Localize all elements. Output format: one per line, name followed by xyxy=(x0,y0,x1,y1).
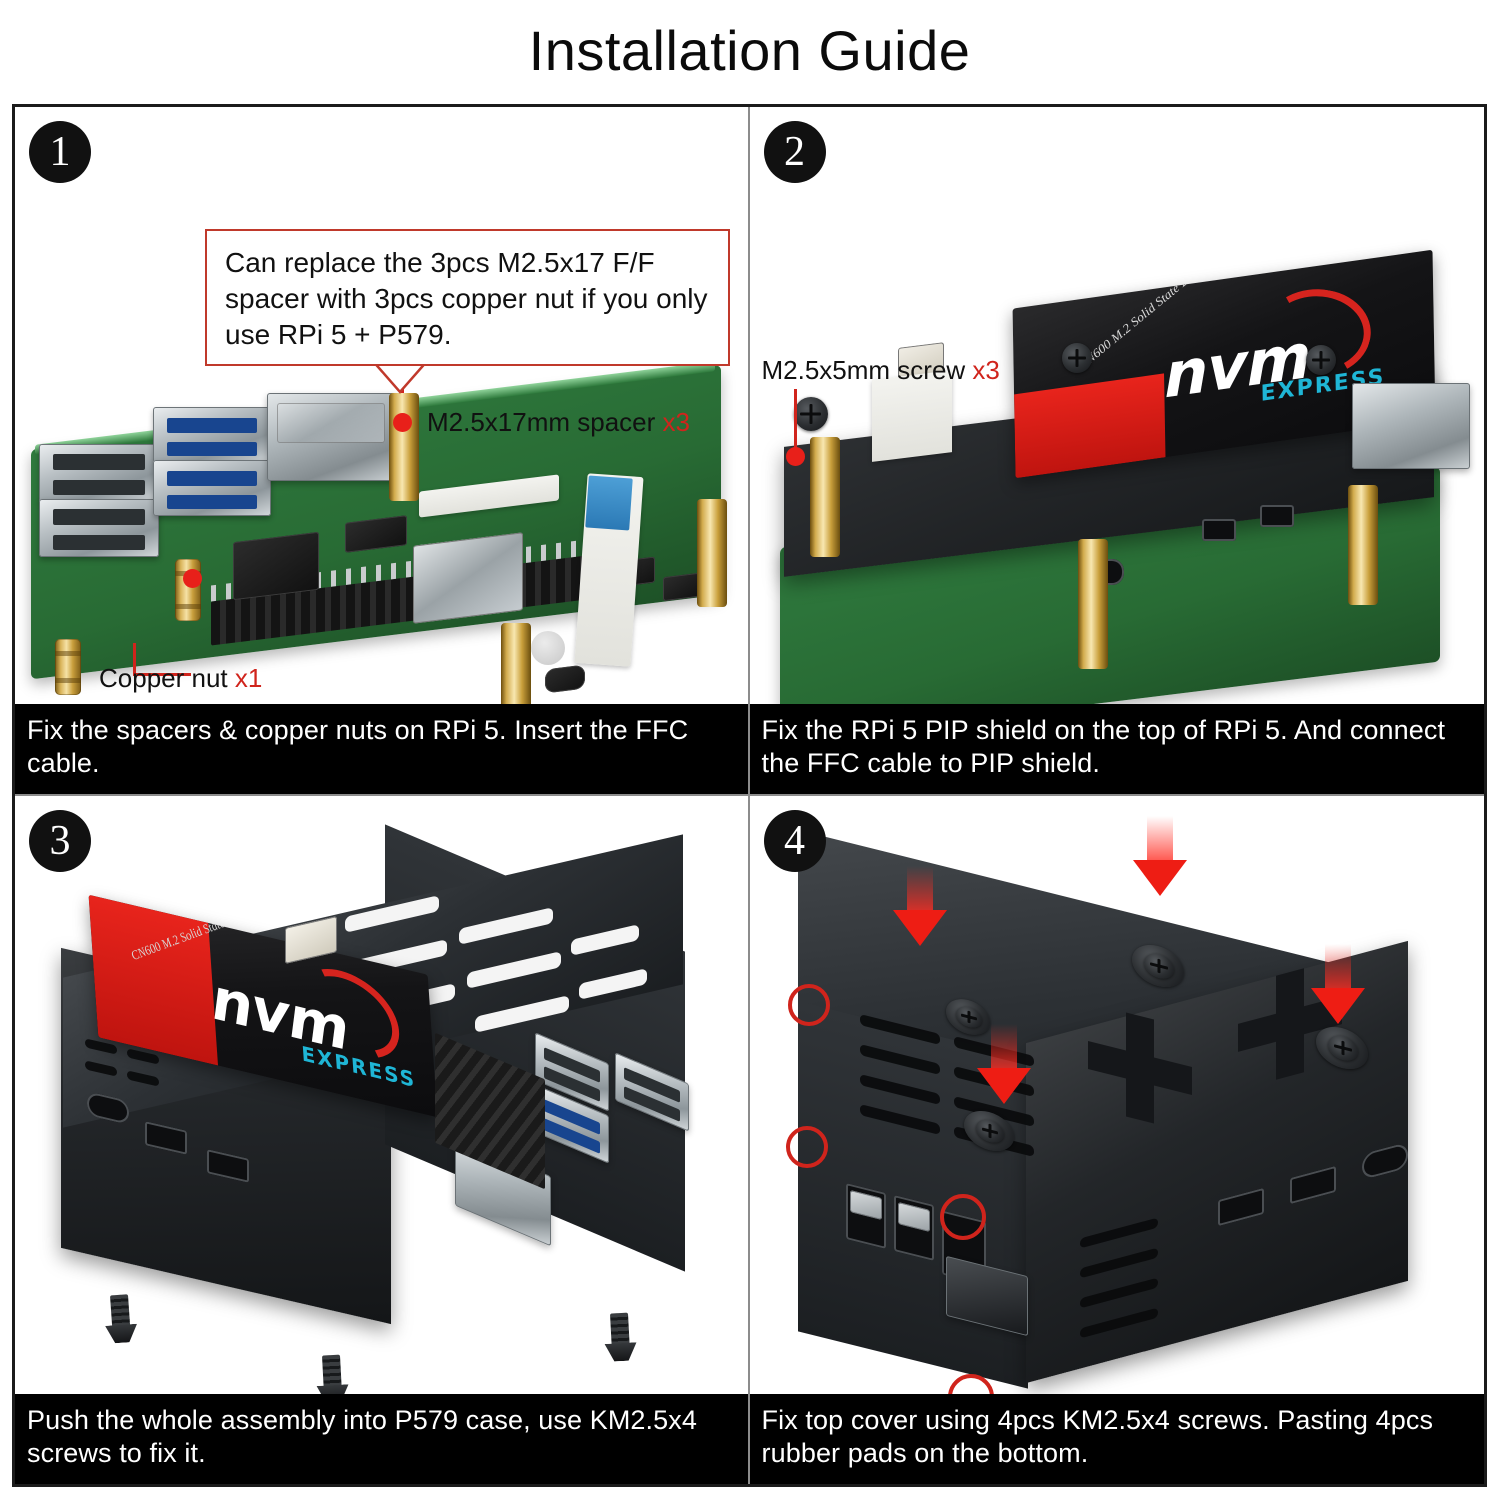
m25x5-screw-leader-line xyxy=(793,389,797,451)
rp1-shield xyxy=(413,532,523,624)
m25x5-screw-label: M2.5x5mm screw x3 xyxy=(762,355,1000,386)
step-badge-4: 4 xyxy=(763,809,826,872)
installed-spacer-top xyxy=(389,393,419,501)
screw-highlight-ring-3 xyxy=(939,1193,986,1240)
step-2-illustration: nvm EXPRESS CN600 M.2 Solid State Drive xyxy=(749,107,1485,704)
standoff-left xyxy=(809,437,840,557)
step-panel-1: Can replace the 3pcs M2.5x17 F/F spacer … xyxy=(15,107,750,796)
cross-cutout-2 xyxy=(1237,967,1342,1080)
screw-highlight-ring-1 xyxy=(787,983,830,1026)
callout-text: Can replace the 3pcs M2.5x17 F/F spacer … xyxy=(225,247,708,350)
spacer-17-marker-dot xyxy=(393,413,412,432)
callout-note: Can replace the 3pcs M2.5x17 F/F spacer … xyxy=(205,229,730,367)
copper-nut-leader-h xyxy=(133,673,191,676)
step-badge-2: 2 xyxy=(763,121,826,183)
copper-nut-thumbnail xyxy=(55,639,81,695)
usb-port-a1 xyxy=(39,444,159,502)
shield-screw-1 xyxy=(793,397,828,431)
step-2-caption: Fix the RPi 5 PIP shield on the top of R… xyxy=(749,703,1484,794)
m25x5-screw-label-text: M2.5x5mm screw xyxy=(761,355,973,385)
step-panel-3: nvm EXPRESS CN600 M.2 Solid State Drive xyxy=(15,795,750,1484)
ethernet-shield xyxy=(277,403,385,443)
steps-grid: Can replace the 3pcs M2.5x17 F/F spacer … xyxy=(12,104,1487,1487)
standoff-right xyxy=(1347,485,1378,605)
shield-screw-3 xyxy=(1305,345,1336,375)
rpi5-board-scene xyxy=(15,107,748,704)
step-3-caption: Push the whole assembly into P579 case, … xyxy=(15,1394,748,1484)
ffc-cable-blue-end xyxy=(585,475,633,531)
step-badge-1: 1 xyxy=(29,121,91,183)
screw-highlight-ring-2 xyxy=(785,1125,828,1168)
copper-nut-marker-dot xyxy=(183,569,202,588)
step-4-illustration: 4 xyxy=(749,795,1485,1395)
step-panel-4: 4 Fix top cover using 4pcs KM2.5x4 screw… xyxy=(749,795,1485,1484)
pip-shield-scene: nvm EXPRESS CN600 M.2 Solid State Drive xyxy=(750,107,1485,704)
closed-case-scene xyxy=(750,796,1485,1395)
installed-spacer-front xyxy=(501,623,531,704)
m25x17-spacer-qty: x3 xyxy=(662,407,690,437)
usb-port-b1 xyxy=(153,407,271,463)
standoff-mid xyxy=(1077,539,1108,669)
soc-chip xyxy=(233,531,319,601)
shield-screw-2 xyxy=(1061,343,1092,373)
case-assembly-scene: nvm EXPRESS CN600 M.2 Solid State Drive xyxy=(15,796,748,1395)
raspberry-logo xyxy=(531,631,565,665)
step-1-illustration: Can replace the 3pcs M2.5x17 F/F spacer … xyxy=(15,107,748,704)
hdmi-port-3 xyxy=(1259,505,1294,527)
m25x5-screw-marker-dot xyxy=(785,447,805,466)
step-badge-3: 3 xyxy=(29,809,91,872)
step-1-caption: Fix the spacers & copper nuts on RPi 5. … xyxy=(15,703,748,794)
installed-copper-nut xyxy=(175,559,201,621)
usb-port-b2 xyxy=(153,460,271,516)
step-panel-2: nvm EXPRESS CN600 M.2 Solid State Drive xyxy=(749,107,1485,796)
m25x5-screw-qty: x3 xyxy=(972,355,1000,385)
cross-cutout-1 xyxy=(1087,1012,1192,1123)
m25x17-spacer-label-text: M2.5x17mm spacer xyxy=(427,407,663,437)
installed-spacer-right xyxy=(697,499,727,607)
usb-port-a2 xyxy=(39,499,159,557)
ethernet-port-2 xyxy=(1351,383,1470,469)
usb-c-port xyxy=(663,572,699,602)
hdmi-port-2 xyxy=(1201,519,1236,541)
m25x17-spacer-label: M2.5x17mm spacer x3 xyxy=(427,407,690,438)
copper-nut-qty: x1 xyxy=(234,663,263,693)
copper-nut-label: Copper nut x1 xyxy=(99,663,262,694)
step-3-illustration: nvm EXPRESS CN600 M.2 Solid State Drive xyxy=(15,795,748,1395)
copper-nut-leader-v xyxy=(133,643,136,675)
step-4-caption: Fix top cover using 4pcs KM2.5x4 screws.… xyxy=(749,1394,1484,1484)
nvme-red-band-3 xyxy=(88,894,219,1066)
micro-hdmi-port xyxy=(545,664,585,694)
page-title: Installation Guide xyxy=(528,18,971,82)
copper-nut-label-text: Copper nut xyxy=(99,663,235,693)
